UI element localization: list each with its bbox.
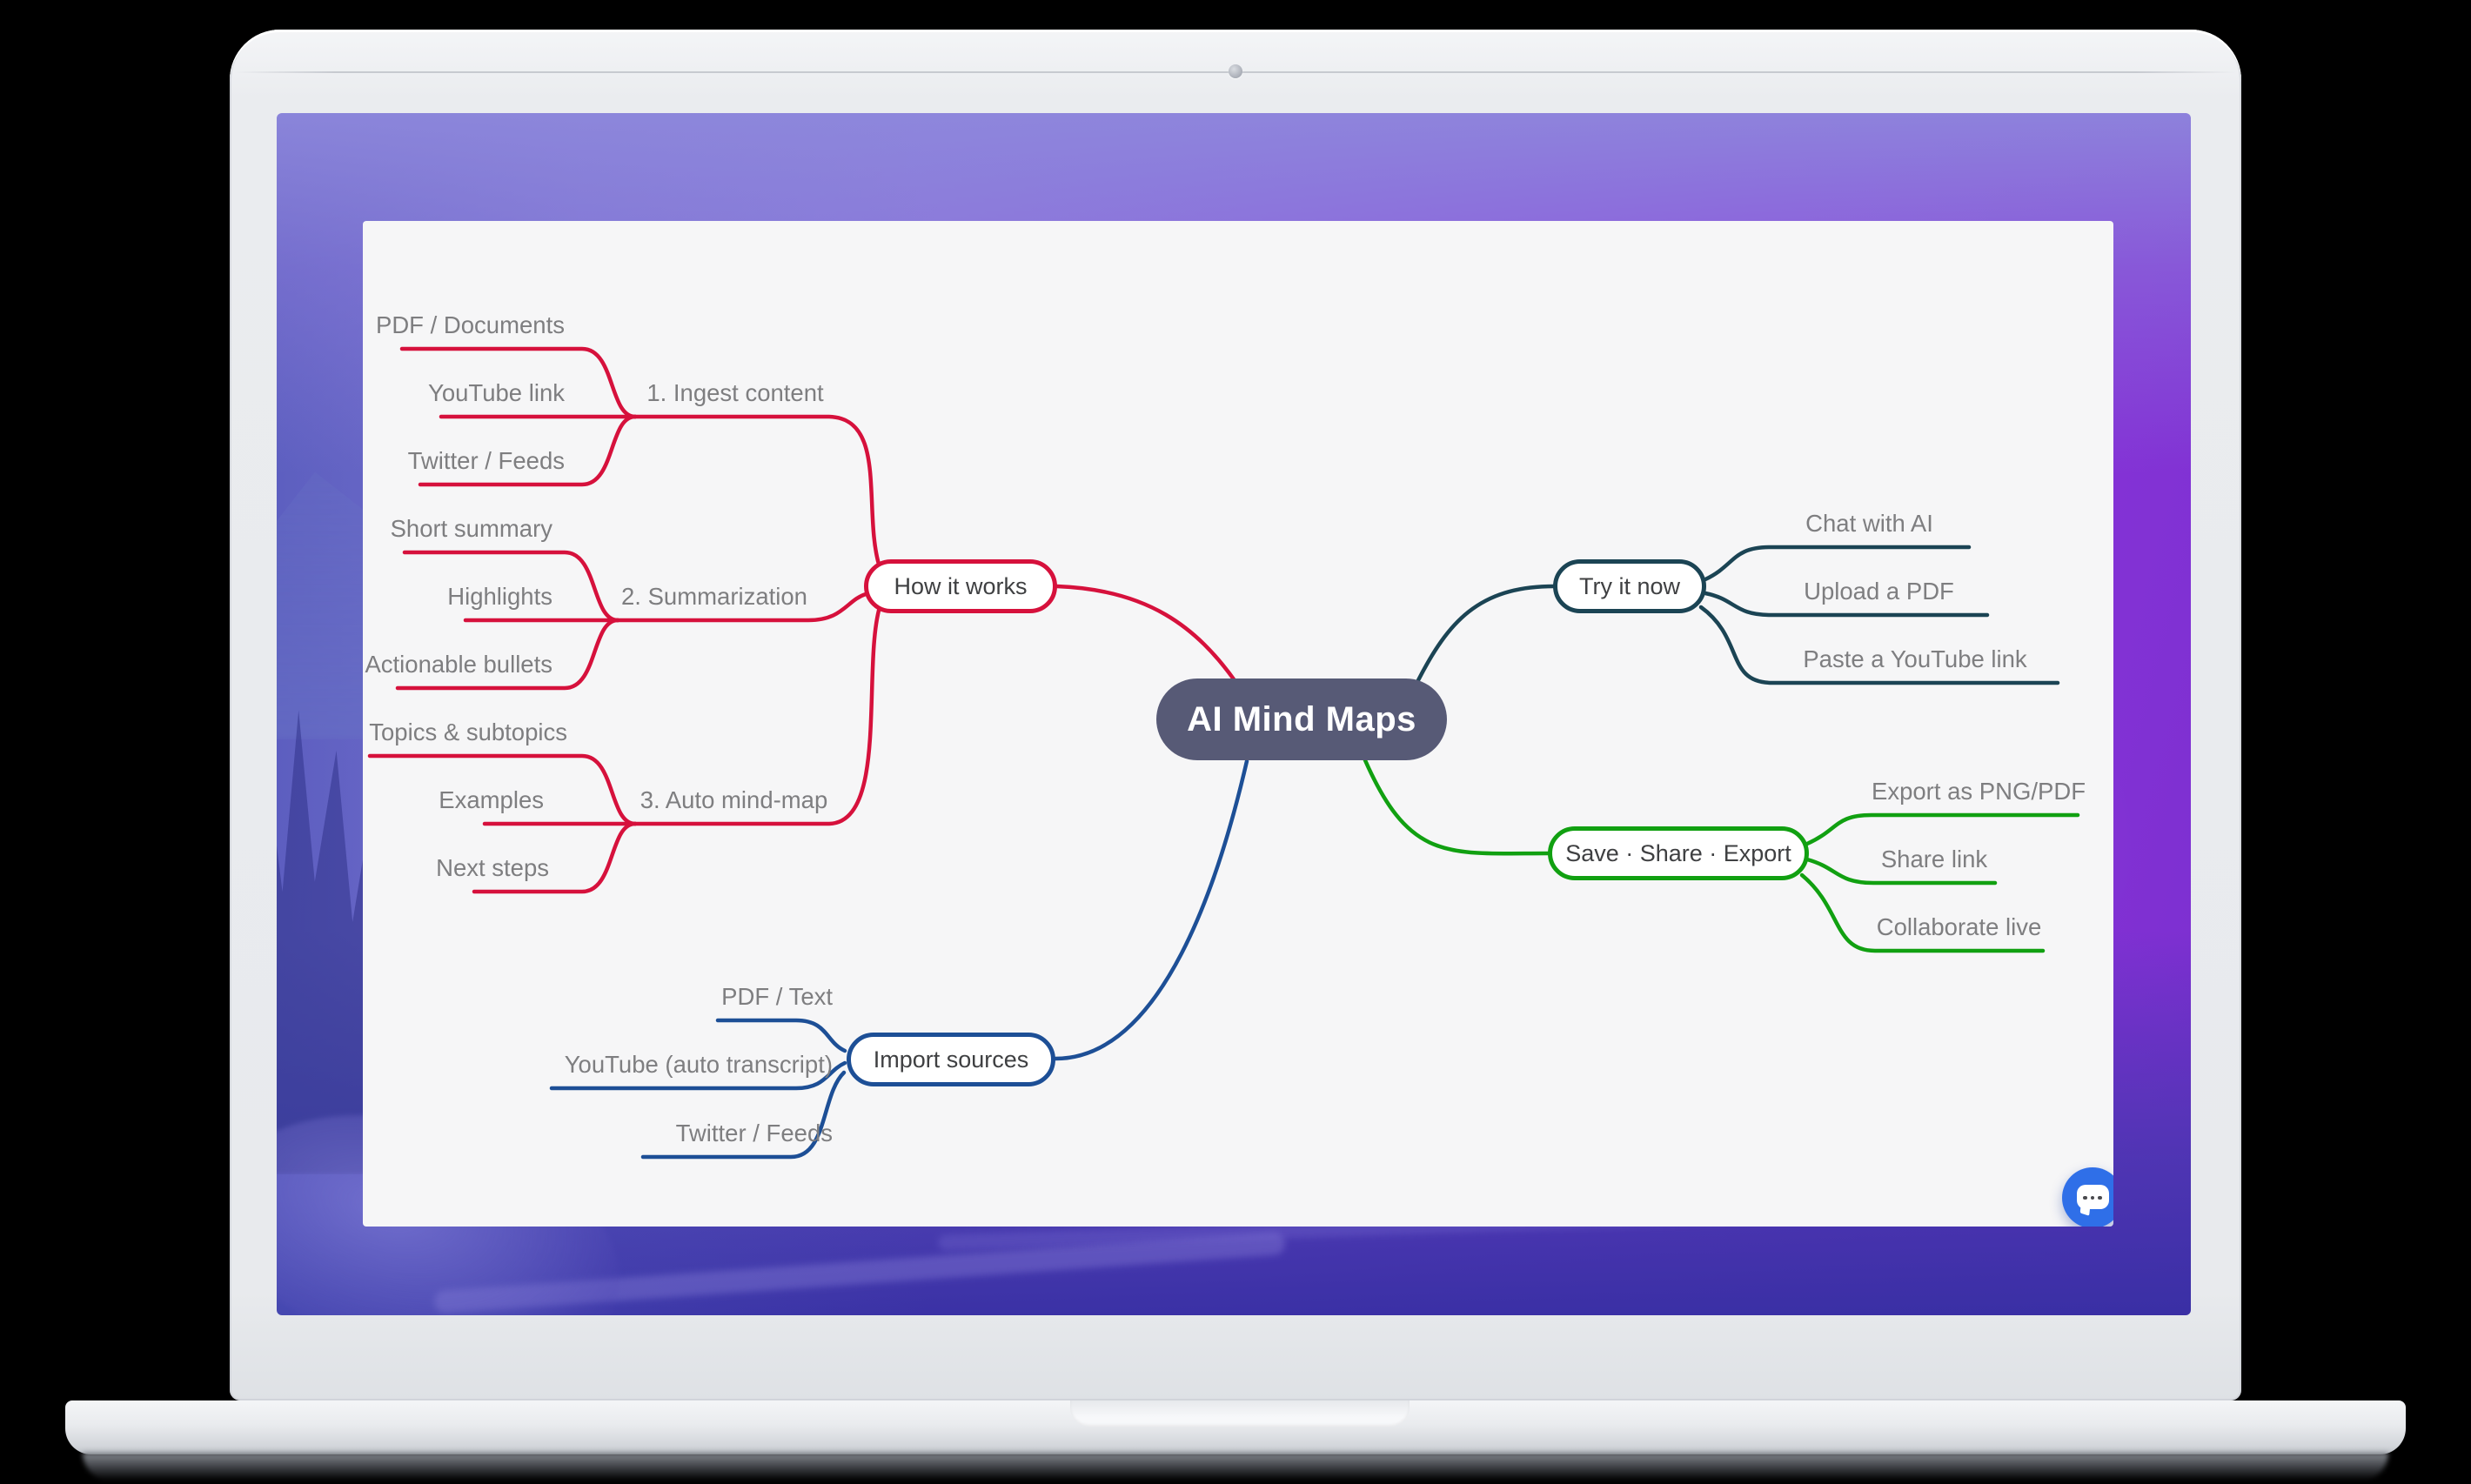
edge-automap-topics <box>367 753 638 826</box>
node-paste-youtube-link[interactable]: Paste a YouTube link <box>1803 645 2027 672</box>
node-twitter-feeds[interactable]: Twitter / Feeds <box>407 447 565 474</box>
node-share-link[interactable]: Share link <box>1880 846 1988 872</box>
edge-howitworks-automap <box>633 605 882 826</box>
root-node-ai-mind-maps[interactable]: AI Mind Maps <box>1156 678 1447 760</box>
node-highlights[interactable]: Highlights <box>447 583 552 610</box>
node-save-share-export[interactable]: Save · Share · Export <box>1548 826 1809 880</box>
node-upload-a-pdf[interactable]: Upload a PDF <box>1804 578 1954 605</box>
chat-bubble-dots <box>2062 1167 2113 1227</box>
edge-saveshare-export <box>1805 812 2080 846</box>
mindmap-canvas[interactable]: AI Mind Maps How it works Try it now Sav… <box>363 221 2113 1227</box>
node-next-steps[interactable]: Next steps <box>436 854 549 881</box>
node-short-summary[interactable]: Short summary <box>390 515 552 542</box>
node-chat-with-ai[interactable]: Chat with AI <box>1805 510 1933 537</box>
edge-import-youtube <box>549 1060 847 1091</box>
node-import-sources[interactable]: Import sources <box>847 1033 1055 1086</box>
edge-import-twitter <box>640 1070 847 1160</box>
edge-saveshare-collaborate <box>1799 872 2046 953</box>
node-youtube-link[interactable]: YouTube link <box>428 379 565 406</box>
edge-tryitnow-chat <box>1703 545 1972 582</box>
node-actionable-bullets[interactable]: Actionable bullets <box>365 651 552 678</box>
node-auto-mind-map[interactable]: 3. Auto mind-map <box>640 786 828 813</box>
edge-automap-nextsteps <box>472 821 638 894</box>
laptop-display: AI Mind Maps How it works Try it now Sav… <box>277 113 2191 1315</box>
edge-ingest-pdf-documents <box>399 346 638 419</box>
node-export-png-pdf[interactable]: Export as PNG/PDF <box>1872 778 2086 805</box>
node-how-it-works[interactable]: How it works <box>864 559 1057 613</box>
webcam-icon <box>1229 64 1242 78</box>
node-topics-subtopics[interactable]: Topics & subtopics <box>369 719 567 745</box>
edge-root-importsources <box>1053 759 1249 1061</box>
edge-tryitnow-uploadpdf <box>1703 591 1990 618</box>
edge-saveshare-sharelink <box>1805 857 1998 886</box>
mindmap-edges <box>367 346 2080 1160</box>
edge-howitworks-ingest <box>633 414 882 570</box>
laptop-base-notch <box>1070 1400 1410 1427</box>
node-youtube-auto-transcript[interactable]: YouTube (auto transcript) <box>564 1051 833 1078</box>
chat-widget-button[interactable] <box>2062 1167 2113 1227</box>
node-import-twitter-feeds[interactable]: Twitter / Feeds <box>675 1120 833 1146</box>
laptop-base <box>65 1400 2406 1454</box>
node-pdf-documents[interactable]: PDF / Documents <box>375 311 565 338</box>
edge-howitworks-summarization <box>615 592 868 623</box>
edge-import-pdftext <box>715 1018 847 1053</box>
node-summarization[interactable]: 2. Summarization <box>621 583 807 610</box>
node-pdf-text[interactable]: PDF / Text <box>721 983 833 1010</box>
edge-summarization-bullets <box>395 618 620 691</box>
node-collaborate-live[interactable]: Collaborate live <box>1876 913 2042 940</box>
edge-ingest-twitter-feeds <box>418 414 638 487</box>
edge-summarization-short <box>402 550 620 623</box>
laptop-screen-bezel: AI Mind Maps How it works Try it now Sav… <box>230 30 2241 1400</box>
node-ingest-content[interactable]: 1. Ingest content <box>646 379 824 406</box>
node-try-it-now[interactable]: Try it now <box>1553 559 1706 613</box>
node-examples[interactable]: Examples <box>439 786 544 813</box>
edge-root-howitworks <box>1055 584 1239 685</box>
edge-tryitnow-youtubelink <box>1698 605 2060 685</box>
edge-root-tryitnow <box>1416 584 1556 683</box>
edge-root-saveshare <box>1363 758 1550 856</box>
laptop-shadow <box>83 1453 2388 1481</box>
